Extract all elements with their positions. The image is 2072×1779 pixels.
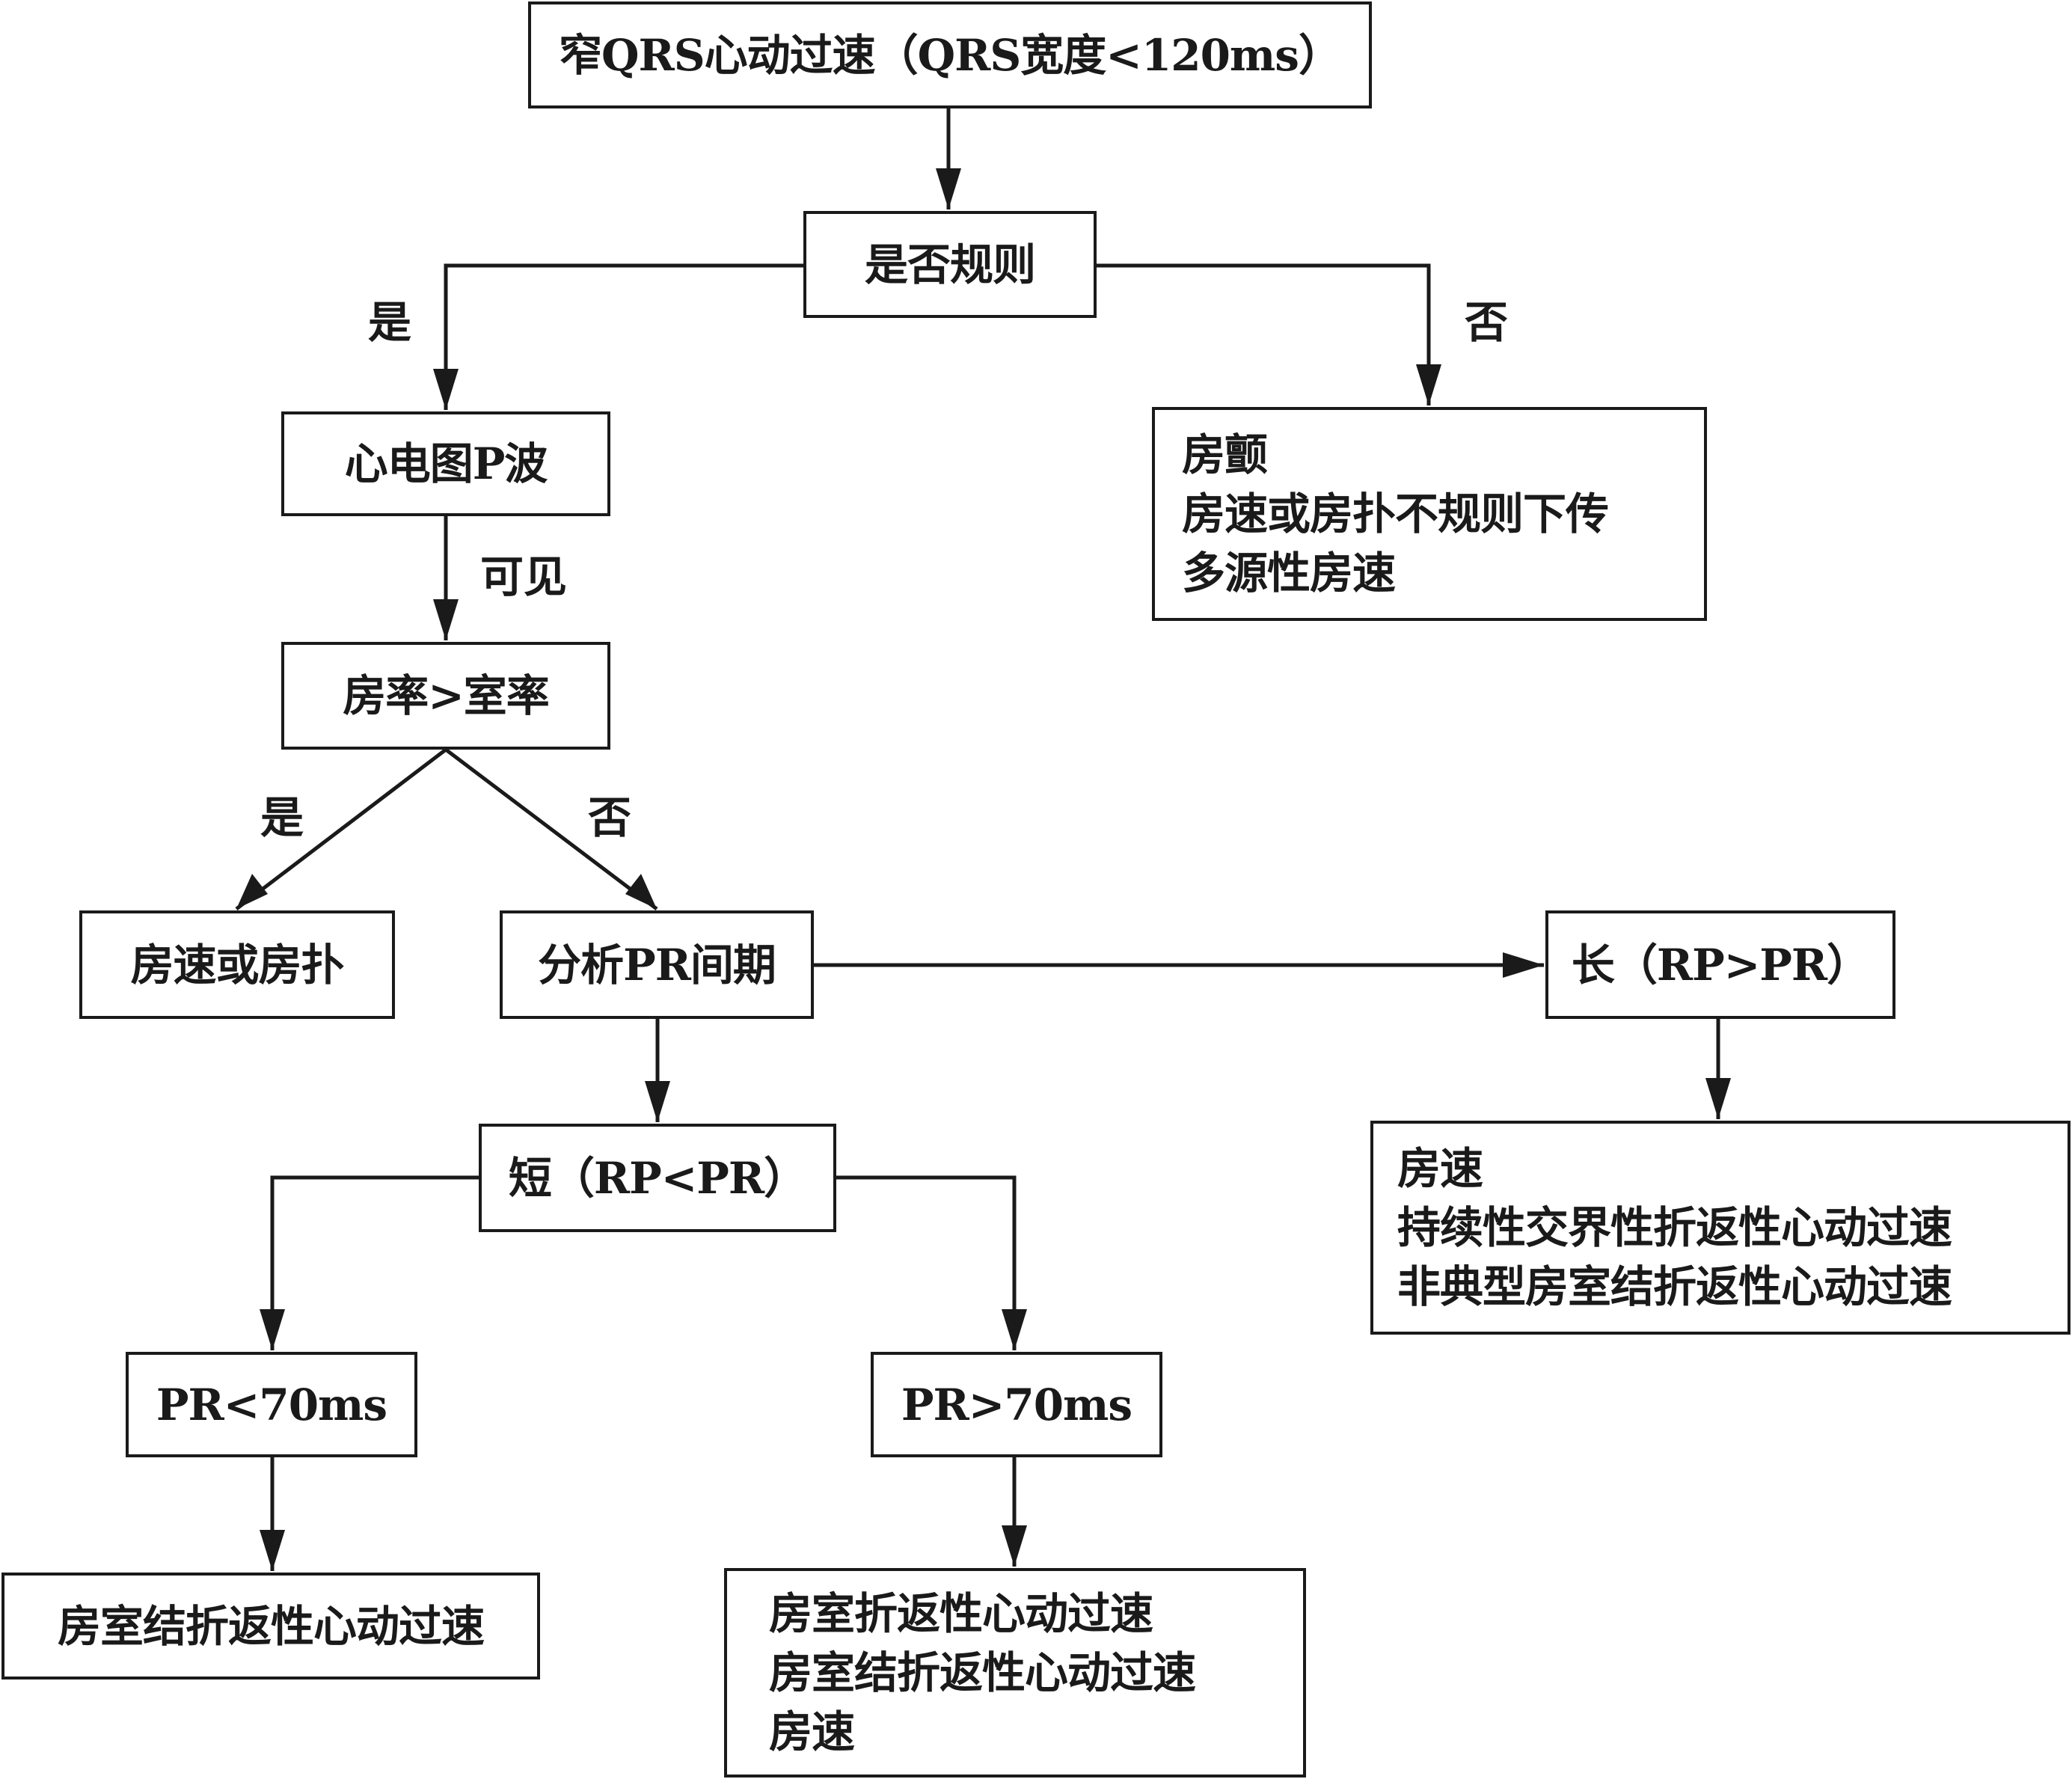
avnrt-node-label: 房室结折返性心动过速 <box>57 1600 485 1652</box>
arrow-regular-to-irregular-result <box>1097 263 1431 405</box>
arrowhead-pr-lt70-to-avnrt <box>260 1530 285 1571</box>
arrow-ratio-to-pr-analysis <box>444 748 658 910</box>
edge-label-ratio-yes: 是 <box>260 792 304 843</box>
arrowhead-short-to-pr-lt70 <box>260 1309 285 1350</box>
arrowhead-pwave-to-ratio <box>433 599 459 640</box>
arrow-short-to-pr-lt70 <box>270 1175 479 1350</box>
at-flutter-node: 房速或房扑 <box>79 910 395 1019</box>
pr-analysis-node: 分析PR间期 <box>500 910 814 1019</box>
arrowhead-ratio-to-at-flutter <box>236 874 268 909</box>
edge-label-regular-yes: 是 <box>368 297 412 348</box>
pr-analysis-node-label: 分析PR间期 <box>538 939 776 990</box>
irregular-result-line: 多源性房速 <box>1182 547 1396 598</box>
short-node-label: 短（RP<PR） <box>508 1152 807 1204</box>
edge-label-regular-no: 否 <box>1465 297 1509 348</box>
avnrt-node: 房室结折返性心动过速 <box>1 1573 540 1680</box>
edge-label-pwave-visible: 可见 <box>480 551 568 602</box>
irregular-result-line: 房颤 <box>1182 429 1268 480</box>
irregular-result-line: 房速或房扑不规则下传 <box>1182 488 1609 539</box>
regular-node: 是否规则 <box>803 211 1097 318</box>
ratio-node-label: 房率>室率 <box>343 670 550 721</box>
irregular-result-node: 房颤 房速或房扑不规则下传 多源性房速 <box>1152 407 1707 621</box>
start-node: 窄QRS心动过速（QRS宽度<120ms） <box>528 1 1372 108</box>
gt70-result-line: 房速 <box>769 1706 855 1757</box>
long-result-line: 持续性交界性折返性心动过速 <box>1397 1201 1952 1253</box>
gt70-result-line: 房室结折返性心动过速 <box>769 1647 1196 1698</box>
arrow-regular-to-pwave <box>444 263 803 410</box>
arrowhead-start-to-regular <box>936 168 961 209</box>
arrowhead-short-to-pr-gt70 <box>1002 1309 1027 1350</box>
long-result-node: 房速 持续性交界性折返性心动过速 非典型房室结折返性心动过速 <box>1370 1121 2071 1335</box>
pwave-node-label: 心电图P波 <box>344 438 548 489</box>
arrowhead-regular-to-irregular-result <box>1416 364 1441 405</box>
arrowhead-pr-analysis-to-short <box>645 1081 670 1122</box>
at-flutter-node-label: 房速或房扑 <box>130 939 344 990</box>
pr-gt70-node-label: PR>70ms <box>901 1379 1132 1430</box>
gt70-result-line: 房室折返性心动过速 <box>769 1587 1153 1639</box>
arrowhead-long-to-long-result <box>1705 1078 1731 1119</box>
arrow-ratio-to-at-flutter <box>235 748 447 910</box>
short-node: 短（RP<PR） <box>479 1124 836 1232</box>
long-node: 长（RP>PR） <box>1545 910 1895 1019</box>
start-node-label: 窄QRS心动过速（QRS宽度<120ms） <box>559 29 1342 81</box>
edge-label-ratio-no: 否 <box>588 792 632 843</box>
gt70-result-node: 房室折返性心动过速 房室结折返性心动过速 房速 <box>724 1568 1306 1778</box>
arrow-short-to-pr-gt70 <box>836 1175 1017 1350</box>
arrowhead-pr-analysis-to-long <box>1503 952 1544 978</box>
long-result-line: 房速 <box>1397 1142 1483 1194</box>
pwave-node: 心电图P波 <box>281 411 610 516</box>
ratio-node: 房率>室率 <box>281 642 610 750</box>
arrowhead-ratio-to-pr-analysis <box>625 874 657 909</box>
pr-lt70-node: PR<70ms <box>126 1352 417 1457</box>
regular-node-label: 是否规则 <box>864 239 1036 290</box>
arrowhead-pr-gt70-to-gt70-result <box>1002 1525 1027 1567</box>
long-node-label: 长（RP>PR） <box>1571 939 1870 990</box>
pr-gt70-node: PR>70ms <box>871 1352 1162 1457</box>
pr-lt70-node-label: PR<70ms <box>156 1379 387 1430</box>
long-result-line: 非典型房室结折返性心动过速 <box>1397 1261 1952 1312</box>
arrowhead-regular-to-pwave <box>433 369 459 410</box>
